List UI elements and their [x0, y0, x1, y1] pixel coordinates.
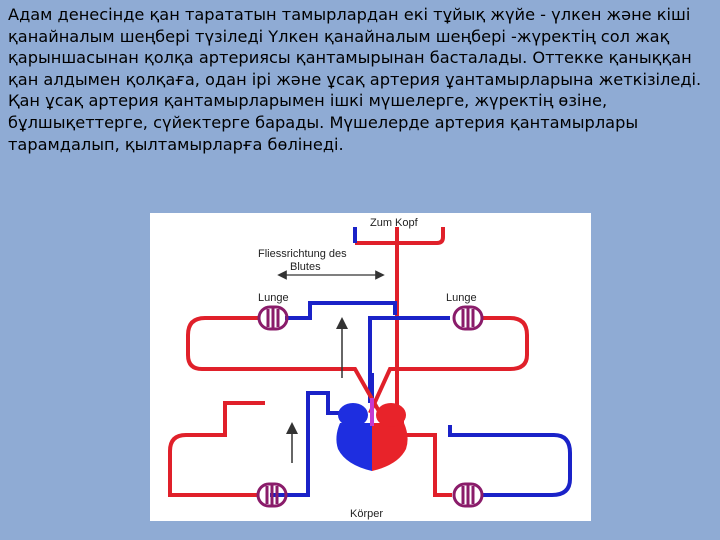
circulation-svg: Zum Kopf Fliessrichtung des Blutes Lunge… — [168, 213, 572, 520]
circulation-diagram: Zum Kopf Fliessrichtung des Blutes Lunge… — [150, 213, 591, 521]
pulmonary-artery — [368, 316, 450, 403]
lung-circuit — [186, 301, 529, 414]
lung-right — [452, 305, 484, 331]
label-flow-line2: Blutes — [290, 261, 321, 273]
label-flow-line1: Fliessrichtung des — [258, 248, 347, 260]
left-atrium — [376, 403, 406, 427]
arterial-vessel-head — [355, 221, 445, 413]
right-atrium — [338, 403, 368, 427]
systemic-return-left — [168, 401, 265, 497]
head-circuit — [342, 213, 472, 418]
label-body: Körper — [350, 508, 383, 520]
heart-right-side — [336, 423, 372, 471]
pulmonary-loop-right — [368, 316, 529, 414]
slide-paragraph: Адам денесінде қан тарататын тамырлардан… — [8, 5, 702, 154]
body-capillary-right — [452, 482, 484, 508]
label-lung-left: Lunge — [258, 292, 289, 304]
pulmonary-vein-left — [285, 301, 397, 320]
label-lung-right: Lunge — [446, 292, 477, 304]
septum-marker — [370, 398, 374, 426]
heart-left-side — [372, 423, 408, 471]
body-capillary-left — [256, 482, 288, 508]
lung-left — [257, 305, 289, 331]
systemic-return-right — [448, 425, 572, 497]
label-head: Zum Kopf — [370, 217, 419, 229]
heart — [336, 398, 408, 471]
pulmonary-loop-left — [186, 316, 382, 414]
aorta-to-body — [400, 418, 452, 497]
